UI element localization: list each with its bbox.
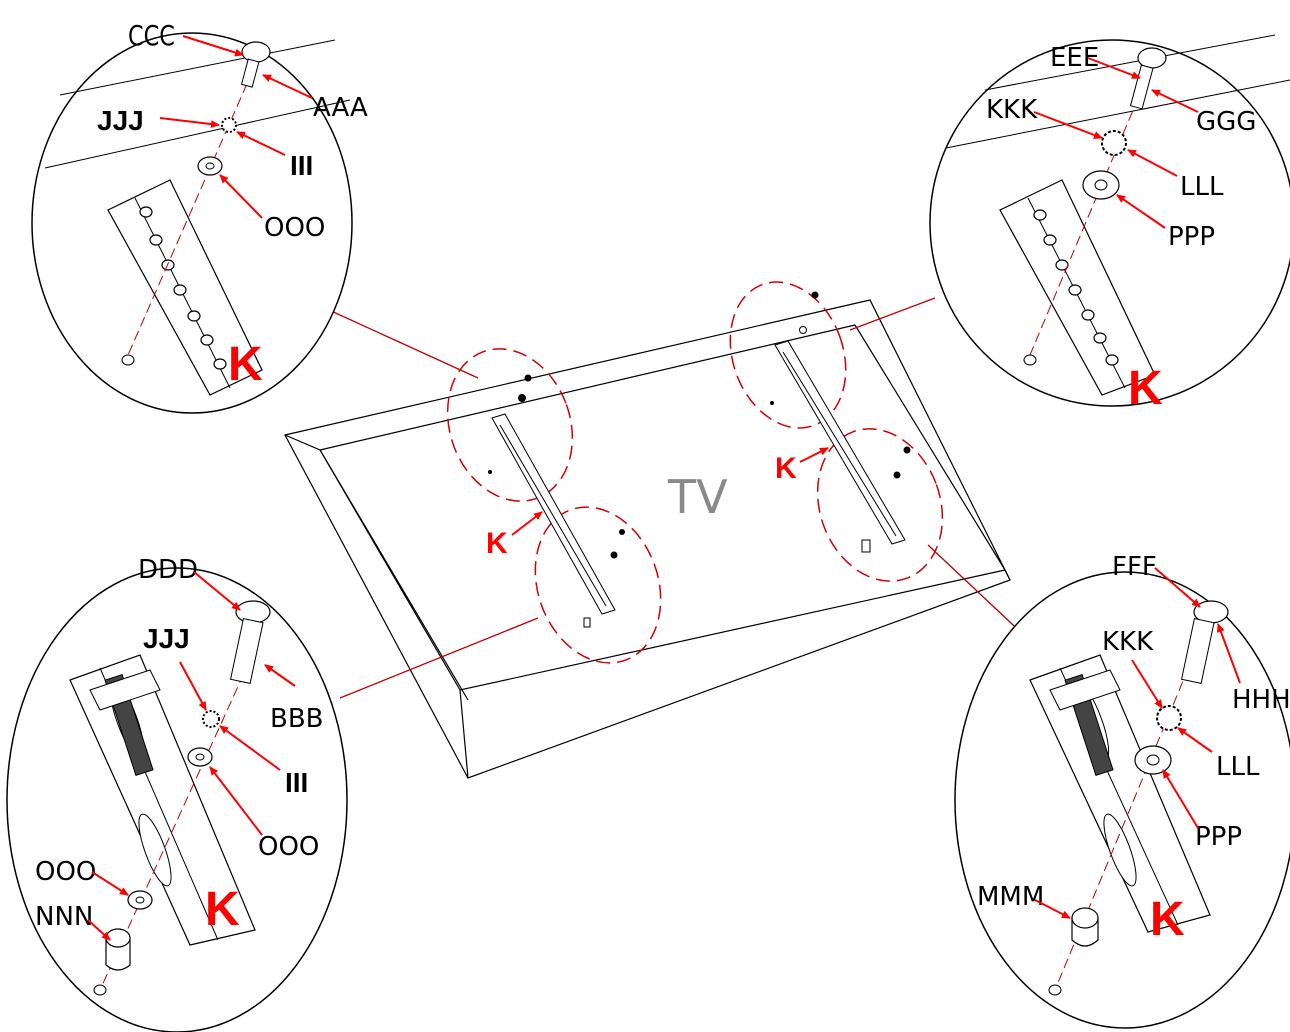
ellipse-bottom-left: [534, 506, 662, 664]
label-eee: EEE: [1050, 43, 1099, 73]
label-jjj: JJJ: [97, 105, 144, 136]
svg-text:K: K: [486, 527, 508, 560]
label-ooo: OOO: [264, 213, 325, 243]
label-iii: III: [290, 150, 313, 181]
label-ppp: PPP: [1168, 222, 1215, 252]
label-ppp: PPP: [1195, 822, 1242, 852]
tv-label: TV: [667, 470, 728, 524]
tv-panel: [284, 299, 1011, 779]
k-callout-left: K: [486, 511, 543, 560]
right-bracket-rail: [770, 291, 911, 553]
label-lll: LLL: [1180, 172, 1224, 202]
label-k-detail-tr: K: [1128, 362, 1163, 415]
label-iii: III: [285, 767, 308, 798]
detail-bottom-left: DDD BBB JJJ III OOO OOO NNN K: [6, 555, 348, 1032]
label-k-detail-bl: K: [205, 883, 240, 936]
label-mmm: MMM: [977, 882, 1044, 912]
label-aaa: AAA: [313, 93, 368, 123]
ellipse-bottom-right: [816, 428, 944, 582]
detail-top-left: CCC AAA JJJ III OOO K: [31, 18, 368, 414]
label-k-detail-tl: K: [228, 338, 263, 391]
detail-top-right: EEE GGG KKK LLL PPP K: [929, 34, 1290, 415]
label-ooo-2: OOO: [35, 857, 96, 887]
label-k-detail-br: K: [1150, 893, 1185, 946]
label-kkk: KKK: [986, 95, 1038, 125]
svg-text:K: K: [775, 452, 797, 485]
ellipse-top-right: [729, 281, 847, 429]
label-bbb: BBB: [270, 704, 324, 734]
label-lll: LLL: [1216, 752, 1260, 782]
label-hhh: HHH: [1232, 685, 1290, 715]
label-ccc: CCC: [128, 18, 175, 51]
label-jjj: JJJ: [143, 623, 190, 654]
detail-bottom-right: FFF HHH KKK LLL PPP MMM K: [954, 552, 1290, 1029]
label-fff: FFF: [1112, 552, 1157, 582]
label-nnn: NNN: [35, 902, 93, 932]
label-ggg: GGG: [1196, 107, 1256, 137]
k-callout-right: K: [775, 447, 829, 485]
left-bracket-rail: [488, 374, 625, 628]
label-ooo: OOO: [258, 832, 319, 862]
label-kkk: KKK: [1102, 627, 1154, 657]
label-ddd: DDD: [138, 555, 198, 585]
